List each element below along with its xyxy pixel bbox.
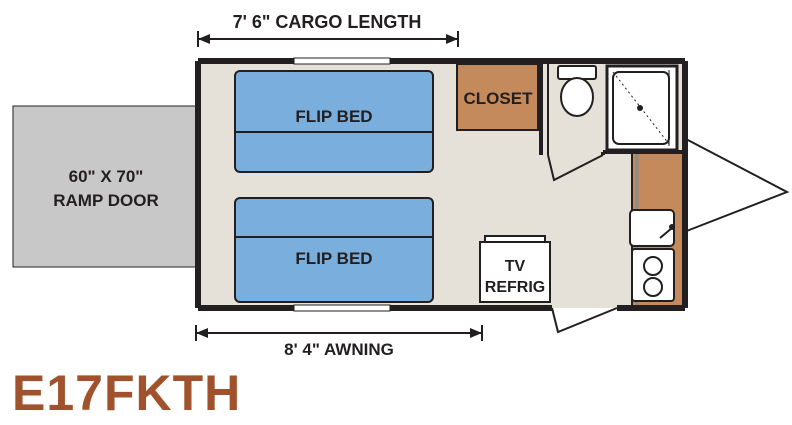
ramp-door-size-label: 60" X 70" <box>69 167 144 186</box>
cargo-length-label: 7' 6" CARGO LENGTH <box>233 12 422 32</box>
ramp-door-label: RAMP DOOR <box>53 191 158 210</box>
closet: CLOSET <box>456 63 539 131</box>
bathroom-walls <box>539 61 685 155</box>
awning-label: 8' 4" AWNING <box>284 340 394 359</box>
floor-plan: 7' 6" CARGO LENGTH 60" X 70" RAMP DOOR <box>12 12 790 359</box>
tv-refrig-unit: TV REFRIG <box>479 235 551 303</box>
model-name: E17FKTH <box>12 365 242 421</box>
awning-dimension: 8' 4" AWNING <box>195 325 483 359</box>
bathroom-door-swing <box>547 154 604 182</box>
cargo-length-dimension: 7' 6" CARGO LENGTH <box>197 12 459 47</box>
trailer-walls <box>195 58 688 311</box>
flip-bed-bottom-label: FLIP BED <box>295 249 372 268</box>
stovetop <box>631 248 675 302</box>
shower <box>605 64 679 152</box>
window-bottom <box>293 304 391 312</box>
closet-label: CLOSET <box>464 89 534 108</box>
ramp-door: 60" X 70" RAMP DOOR <box>12 105 199 268</box>
flip-bed-top-label: FLIP BED <box>295 107 372 126</box>
flip-bed-top: FLIP BED <box>234 70 434 173</box>
tv-label: TV <box>505 258 526 275</box>
window-top <box>293 57 391 65</box>
entry-door-swing <box>551 307 618 334</box>
refrig-label: REFRIG <box>485 279 545 296</box>
trailer-hitch <box>683 137 790 233</box>
flip-bed-bottom: FLIP BED <box>234 197 434 303</box>
toilet <box>557 65 597 117</box>
sink <box>629 209 675 247</box>
